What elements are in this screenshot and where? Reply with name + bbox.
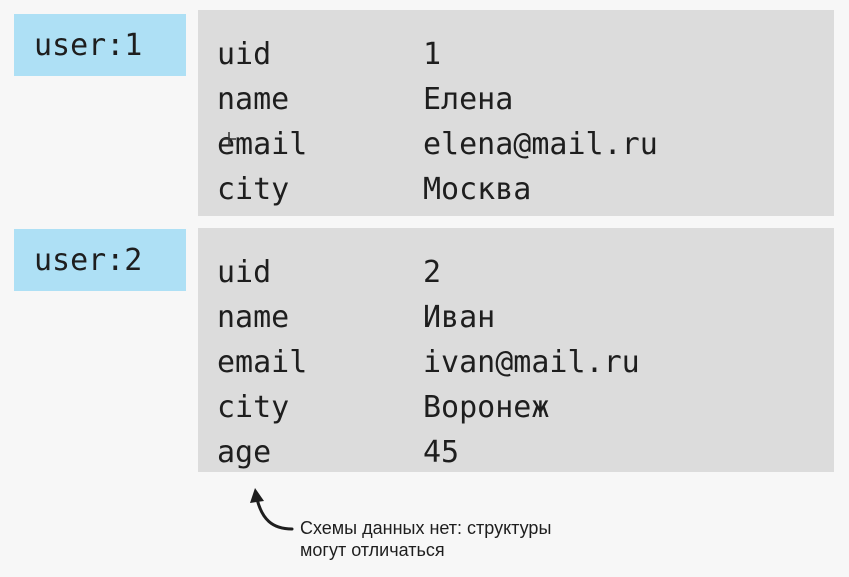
record-key-label: user:1 — [34, 27, 143, 63]
field-value: Елена — [423, 82, 514, 117]
field-value: ivan@mail.ru — [423, 345, 640, 380]
annotation-line-1: Схемы данных нет: структуры — [300, 518, 552, 538]
field-value: 1 — [423, 37, 442, 72]
field-value: 2 — [423, 255, 442, 290]
field-row: email elena@mail.ru — [217, 122, 834, 167]
field-row: name Елена — [217, 77, 834, 122]
annotation-line-2: могут отличаться — [300, 540, 445, 560]
field-value: Воронеж — [423, 390, 550, 425]
field-row: city Воронеж — [217, 385, 834, 430]
record-fields-user-1: uid 1 name Елена email elena@mail.ru cit… — [198, 10, 834, 216]
field-row: uid 2 — [217, 250, 834, 295]
field-name: uid — [217, 37, 272, 72]
field-row: age 45 — [217, 430, 834, 475]
record-key-user-1: user:1 — [14, 14, 186, 76]
field-value: 45 — [423, 435, 460, 470]
annotation-note: Схемы данных нет: структуры могут отлича… — [300, 517, 551, 561]
field-name: name — [217, 82, 290, 117]
record-fields-user-2: uid 2 name Иван email ivan@mail.ru city … — [198, 228, 834, 472]
field-row: name Иван — [217, 295, 834, 340]
field-name: city — [217, 390, 290, 425]
field-name: city — [217, 172, 290, 207]
field-value: Москва — [423, 172, 532, 207]
field-name: email — [217, 127, 308, 162]
field-value: elena@mail.ru — [423, 127, 658, 162]
record-key-label: user:2 — [34, 242, 143, 278]
field-name: email — [217, 345, 308, 380]
record-key-user-2: user:2 — [14, 229, 186, 291]
field-name: name — [217, 300, 290, 335]
curved-arrow-icon — [250, 488, 294, 531]
field-row: email ivan@mail.ru — [217, 340, 834, 385]
field-value: Иван — [423, 300, 496, 335]
crosshair-cursor-icon — [222, 132, 236, 146]
field-name: uid — [217, 255, 272, 290]
field-name: age — [217, 435, 272, 470]
field-row: uid 1 — [217, 32, 834, 77]
field-row: city Москва — [217, 167, 834, 212]
